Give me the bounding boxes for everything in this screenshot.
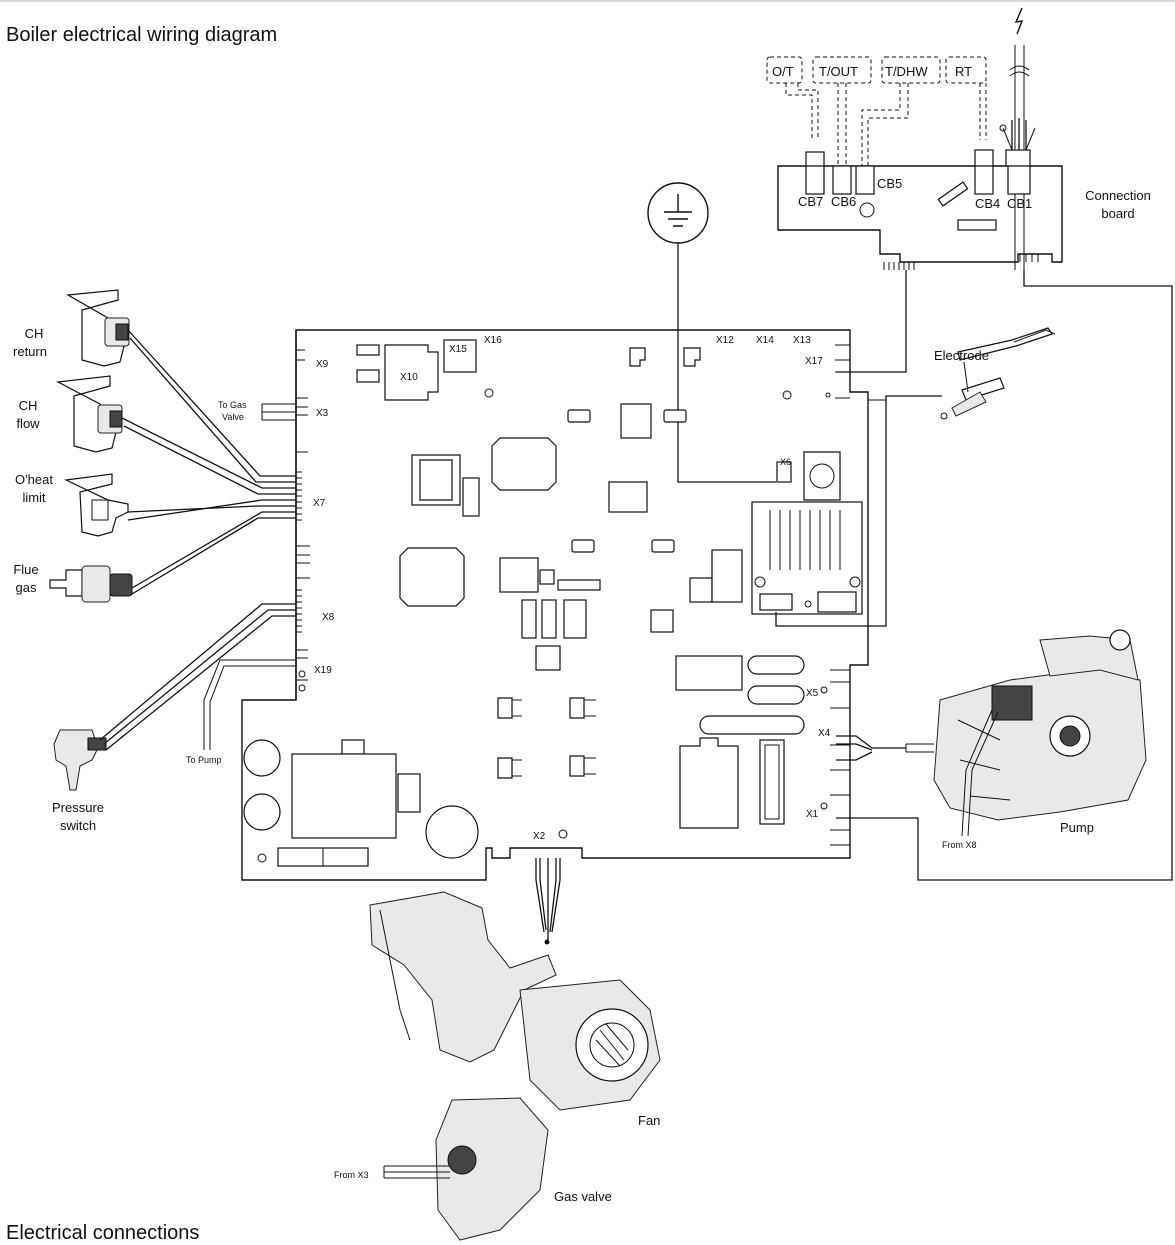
from-x3-label: From X3 (334, 1170, 369, 1180)
sensor-wires (99, 329, 296, 751)
connector-x7: X7 (313, 498, 326, 509)
connection-board-label-2: board (1101, 206, 1134, 221)
to-gas-valve-2: Valve (222, 412, 244, 422)
sensor-label-oheat-2: limit (22, 490, 45, 505)
electrode: Electrode (934, 327, 1056, 420)
terminal-cb5: CB5 (877, 176, 902, 191)
annotations: To Gas Valve To Pump (186, 400, 296, 765)
to-pump-label: To Pump (186, 755, 222, 765)
rt-box (945, 56, 987, 84)
connector-x10: X10 (400, 372, 418, 383)
connector-x16: X16 (484, 335, 502, 346)
ext-label-ot: O/T (772, 64, 794, 79)
sensor-label-pressure-1: Pressure (52, 800, 104, 815)
earth-tag-icon (999, 124, 1007, 132)
lightning-icon (1014, 7, 1024, 35)
terminal-cb4: CB4 (975, 196, 1000, 211)
fan-label: Fan (638, 1113, 660, 1128)
sensor-label-ch-return-1: CH (25, 326, 44, 341)
ext-label-tout: T/OUT (819, 64, 858, 79)
sensor-ch-return: CH return (13, 289, 130, 367)
pump-label: Pump (1060, 820, 1094, 835)
to-gas-valve-1: To Gas (218, 400, 247, 410)
main-pcb: X9 X3 X7 X8 X19 X10 X15 X16 X12 X14 X13 … (241, 329, 869, 881)
sensor-label-ch-flow-1: CH (19, 398, 38, 413)
from-x8-label: From X8 (942, 840, 977, 850)
sensor-label-pressure-2: switch (60, 818, 96, 833)
connector-x12: X12 (716, 335, 734, 346)
ext-label-rt: RT (955, 64, 972, 79)
mains-to-x1-wire (836, 270, 1173, 881)
mains-supply (999, 7, 1036, 270)
external-controls: O/T T/OUT T/DHW RT (766, 56, 987, 175)
terminal-cb7: CB7 (798, 194, 823, 209)
connection-board: CB7 CB6 CB5 CB4 CB1 Connection board (777, 149, 1151, 270)
ext-label-tdhw: T/DHW (885, 64, 928, 79)
terminal-cb1: CB1 (1007, 196, 1032, 211)
sensor-ch-flow: CH flow (16, 375, 123, 453)
connector-x1: X1 (806, 809, 819, 820)
sensor-label-ch-flow-2: flow (16, 416, 40, 431)
pump: Pump From X8 (905, 629, 1147, 850)
sensor-flue-gas: Flue gas (13, 562, 133, 603)
tout-box (812, 56, 872, 84)
sensor-label-ch-return-2: return (13, 344, 47, 359)
pressure-switch: Pressure switch (52, 729, 107, 833)
connector-x13: X13 (793, 335, 811, 346)
connector-x9: X9 (316, 359, 329, 370)
connector-x5: X5 (806, 688, 819, 699)
ot-box (766, 56, 803, 84)
connector-x2: X2 (533, 831, 546, 842)
connector-x19: X19 (314, 665, 332, 676)
page-title: Boiler electrical wiring diagram (6, 24, 278, 46)
connector-x17: X17 (805, 356, 823, 367)
connector-x14: X14 (756, 335, 774, 346)
sensor-overheat-limit: O'heat limit (15, 472, 129, 537)
sensor-label-oheat-1: O'heat (15, 472, 53, 487)
fan-assembly: From X3 Fan Gas valve (334, 858, 661, 1241)
electrode-label: Electrode (934, 348, 989, 363)
sensor-label-flue-gas-1: Flue (13, 562, 38, 577)
connector-x6: X6 (780, 457, 791, 467)
tdhw-box (881, 56, 941, 84)
top-divider (0, 0, 1175, 2)
connector-x3: X3 (316, 408, 329, 419)
connector-x8: X8 (322, 612, 335, 623)
sensor-label-flue-gas-2: gas (16, 580, 37, 595)
connection-board-label-1: Connection (1085, 188, 1151, 203)
connector-x4: X4 (818, 728, 831, 739)
electrode-wire (775, 395, 942, 627)
pump-x4-wire (836, 735, 906, 761)
terminal-cb6: CB6 (831, 194, 856, 209)
earth-icon (647, 182, 709, 244)
gas-valve-label: Gas valve (554, 1189, 612, 1204)
cb-to-x17-wire (836, 270, 907, 373)
connector-x15: X15 (449, 344, 467, 355)
section-heading: Electrical connections (6, 1222, 200, 1244)
